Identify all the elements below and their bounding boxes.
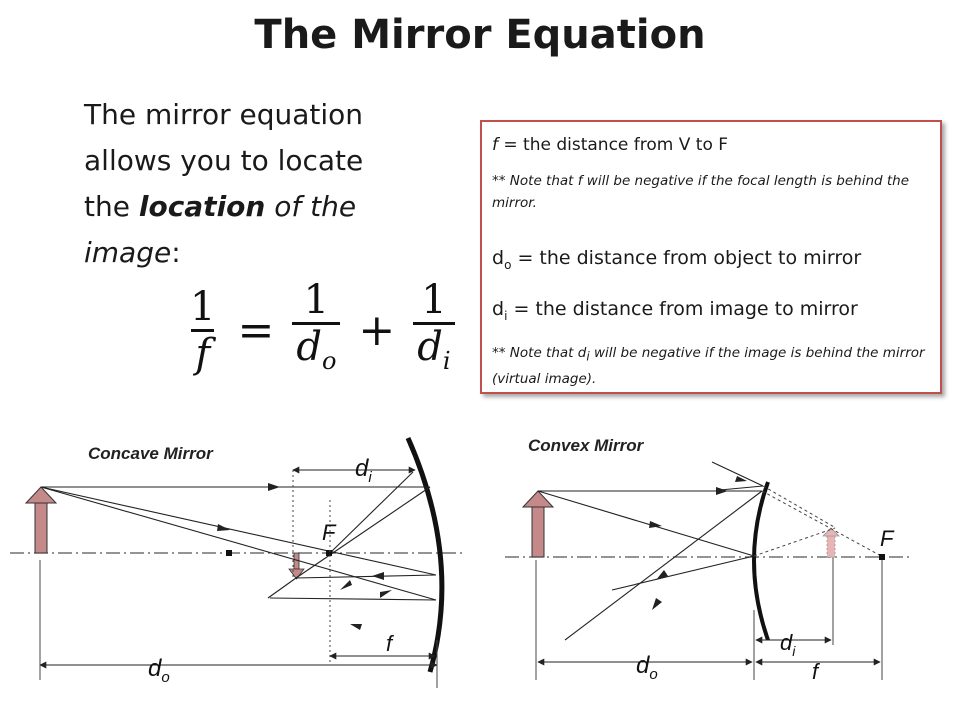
def-do: do = the distance from object to mirror <box>492 247 862 272</box>
convex-virtual-image <box>822 527 840 558</box>
convex-mirror <box>752 481 770 641</box>
equation-term-di: 1 di <box>407 278 460 383</box>
convex-F-label: F <box>880 526 895 551</box>
convex-object-arrow <box>521 490 555 558</box>
convex-focal-point <box>879 554 885 560</box>
concave-do-label: do <box>148 655 170 686</box>
page-title: The Mirror Equation <box>254 12 706 58</box>
convex-diagram: F di do f <box>505 461 910 684</box>
equation-plus: + <box>358 305 396 356</box>
equation-term-do: 1 do <box>286 278 346 383</box>
concave-diagram: di F f do <box>10 436 465 688</box>
concave-object-arrow <box>24 486 58 554</box>
def-di: di = the distance from image to mirror <box>492 297 858 323</box>
convex-do-label: do <box>636 652 658 683</box>
equation-equals: = <box>237 305 275 356</box>
concave-mirror <box>405 436 445 673</box>
def-f: f = the distance from V to F <box>492 135 729 155</box>
convex-f-label: f <box>812 659 821 684</box>
convex-mirror-label: Convex Mirror <box>528 436 644 455</box>
intro-text: The mirror equation allows you to locate… <box>84 98 364 269</box>
concave-mirror-label: Concave Mirror <box>88 444 213 463</box>
concave-f-label: f <box>386 631 395 656</box>
concave-di-label: di <box>355 455 372 486</box>
concave-center-point <box>226 550 232 556</box>
concave-image-arrow <box>288 552 305 580</box>
def-di-note: ** Note that di will be negative if the … <box>492 345 925 387</box>
concave-focal-point <box>326 550 332 556</box>
convex-di-label: di <box>780 630 796 659</box>
mirror-equation: 1 f = 1 do + 1 di <box>180 278 461 383</box>
def-f-note: ** Note that f will be negative if the f… <box>492 172 910 211</box>
definitions-box: f = the distance from V to F ** Note tha… <box>480 120 942 394</box>
equation-lhs: 1 f <box>190 284 216 377</box>
concave-F-label: F <box>322 520 337 545</box>
